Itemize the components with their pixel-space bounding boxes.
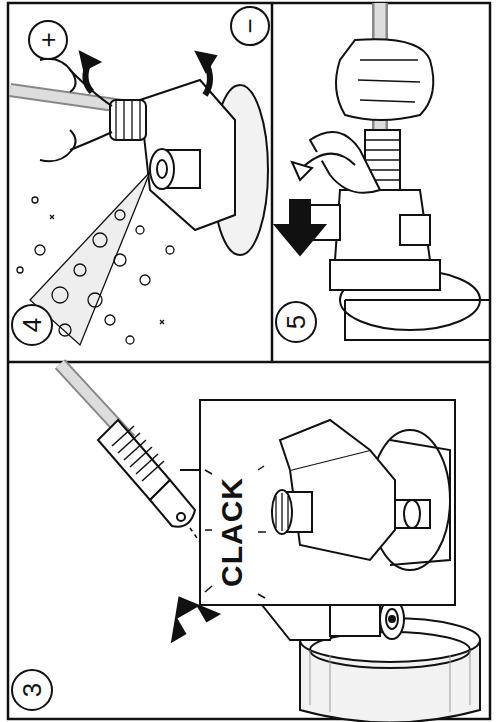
callout-circle: 3 (11, 669, 53, 711)
hose-connector (60, 364, 195, 527)
rotate-arrow (196, 52, 216, 72)
callout-number: 3 (19, 683, 45, 697)
callout-circle: 4 (11, 304, 53, 346)
panel-divider (8, 361, 490, 364)
callout-circle: 5 (275, 301, 317, 343)
callout-number: + (35, 32, 61, 47)
rotate-arrow (292, 162, 312, 180)
inset-box (200, 400, 455, 605)
leader-line (180, 469, 200, 471)
gas-spray (17, 172, 174, 345)
hose-and-valve (290, 3, 490, 340)
panel-frame (8, 3, 490, 719)
callout-number: 4 (19, 318, 45, 332)
direction-arrow (275, 200, 325, 255)
callout-circle: − (230, 6, 270, 46)
callout-number: 5 (283, 315, 309, 329)
callout-circle: + (28, 20, 68, 60)
connected-valve (272, 420, 450, 570)
hand (310, 39, 433, 193)
callout-number: − (237, 18, 263, 33)
panel-divider (271, 3, 274, 362)
rotate-arrow (80, 52, 100, 70)
burner-valve (10, 59, 268, 255)
sound-burst (205, 466, 266, 598)
sound-word: CLACK (217, 477, 247, 587)
